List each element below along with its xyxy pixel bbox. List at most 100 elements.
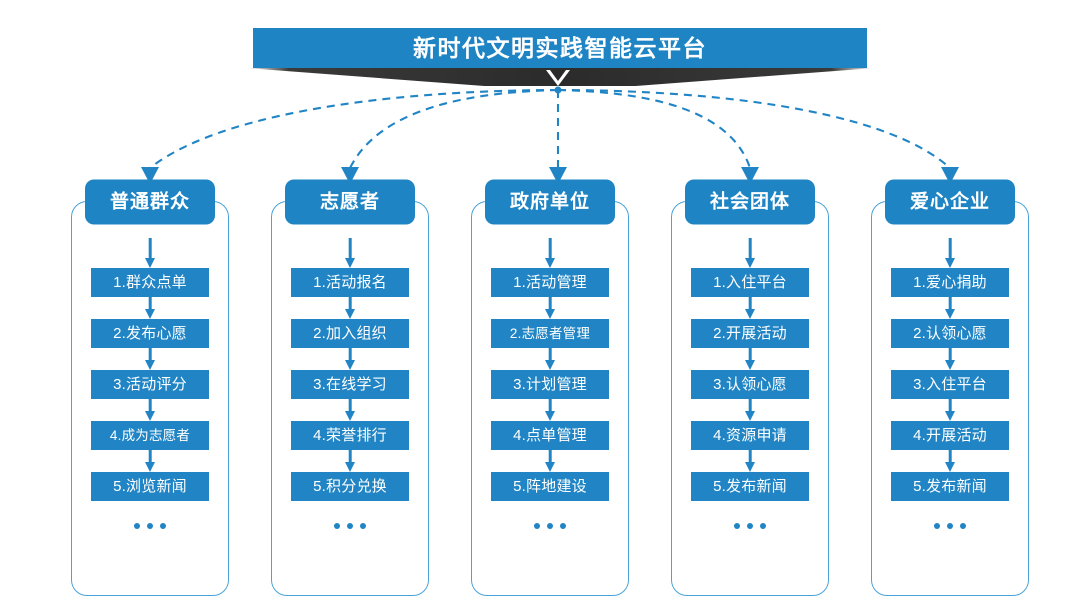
item-label: 3.在线学习: [313, 376, 387, 393]
item-label: 1.活动管理: [513, 274, 587, 291]
item-label: 3.认领心愿: [713, 376, 787, 393]
arrow-down-icon: [345, 450, 356, 472]
arrow-down-icon: [545, 297, 556, 319]
arrow-down-icon: [945, 399, 956, 421]
column-header-1[interactable]: 普通群众: [85, 179, 215, 225]
platform-banner: 新时代文明实践智能云平台: [253, 28, 867, 68]
arrow-down-icon: [745, 399, 756, 421]
arrow-down-icon: [145, 238, 156, 268]
arrow-down-icon: [945, 238, 956, 268]
arrow-down-icon: [545, 450, 556, 472]
platform-title: 新时代文明实践智能云平台: [413, 34, 707, 61]
column-爱心企业: 爱心企业 1.爱心捐助 2.认领心愿 3.入住平台 4.开展活动 5.发布新闻: [871, 179, 1029, 596]
list-item[interactable]: 4.成为志愿者: [91, 421, 209, 450]
list-item[interactable]: 1.入住平台: [691, 268, 809, 297]
arrow-down-icon: [745, 348, 756, 370]
list-item[interactable]: 1.活动报名: [291, 268, 409, 297]
item-label: 2.加入组织: [313, 325, 387, 342]
list-item[interactable]: 3.入住平台: [891, 370, 1009, 399]
list-item[interactable]: 2.发布心愿: [91, 319, 209, 348]
column-header-label: 政府单位: [509, 191, 590, 213]
ellipsis-indicator: [734, 523, 766, 529]
column-header-label: 志愿者: [319, 191, 380, 213]
list-item[interactable]: 1.活动管理: [491, 268, 609, 297]
role-columns: 普通群众 1.群众点单 2.发布心愿 3.活动评分 4.成为志愿者 5.浏览新闻…: [0, 179, 1080, 601]
connector-to-column-1: [149, 88, 559, 169]
ellipsis-indicator: [134, 523, 166, 529]
arrow-down-icon: [345, 399, 356, 421]
column-body-5: 1.爱心捐助 2.认领心愿 3.入住平台 4.开展活动 5.发布新闻: [872, 238, 1028, 529]
connector-to-column-4: [557, 88, 751, 169]
list-item[interactable]: 5.发布新闻: [691, 472, 809, 501]
arrow-down-icon: [945, 450, 956, 472]
column-body-1: 1.群众点单 2.发布心愿 3.活动评分 4.成为志愿者 5.浏览新闻: [72, 238, 228, 529]
column-header-3[interactable]: 政府单位: [485, 179, 615, 225]
column-body-2: 1.活动报名 2.加入组织 3.在线学习 4.荣誉排行 5.积分兑换: [272, 238, 428, 529]
arrow-down-icon: [745, 297, 756, 319]
list-item[interactable]: 3.认领心愿: [691, 370, 809, 399]
list-item[interactable]: 4.点单管理: [491, 421, 609, 450]
list-item[interactable]: 2.志愿者管理: [491, 319, 609, 348]
arrow-down-icon: [745, 450, 756, 472]
column-政府单位: 政府单位 1.活动管理 2.志愿者管理 3.计划管理 4.点单管理 5.阵地建设: [471, 179, 629, 596]
item-label: 4.点单管理: [513, 427, 587, 444]
arrow-down-icon: [545, 238, 556, 268]
ellipsis-indicator: [334, 523, 366, 529]
list-item[interactable]: 1.爱心捐助: [891, 268, 1009, 297]
item-label: 5.发布新闻: [913, 478, 987, 495]
column-志愿者: 志愿者 1.活动报名 2.加入组织 3.在线学习 4.荣誉排行 5.积分兑换: [271, 179, 429, 596]
arrow-down-icon: [345, 238, 356, 268]
column-header-4[interactable]: 社会团体: [685, 179, 815, 225]
arrow-down-icon: [545, 348, 556, 370]
item-label: 2.志愿者管理: [509, 325, 591, 341]
item-label: 3.入住平台: [913, 376, 987, 393]
arrow-down-icon: [945, 348, 956, 370]
item-label: 5.积分兑换: [313, 478, 387, 495]
column-社会团体: 社会团体 1.入住平台 2.开展活动 3.认领心愿 4.资源申请 5.发布新闻: [671, 179, 829, 596]
column-header-label: 爱心企业: [909, 191, 990, 213]
list-item[interactable]: 5.积分兑换: [291, 472, 409, 501]
list-item[interactable]: 3.计划管理: [491, 370, 609, 399]
item-label: 3.计划管理: [513, 376, 587, 393]
list-item[interactable]: 4.荣誉排行: [291, 421, 409, 450]
column-body-4: 1.入住平台 2.开展活动 3.认领心愿 4.资源申请 5.发布新闻: [672, 238, 828, 529]
connector-to-column-2: [349, 88, 559, 169]
item-label: 3.活动评分: [113, 376, 187, 393]
item-label: 2.认领心愿: [913, 325, 987, 342]
ellipsis-indicator: [934, 523, 966, 529]
connector-to-column-5: [557, 88, 951, 169]
list-item[interactable]: 3.在线学习: [291, 370, 409, 399]
column-body-3: 1.活动管理 2.志愿者管理 3.计划管理 4.点单管理 5.阵地建设: [472, 238, 628, 529]
list-item[interactable]: 2.开展活动: [691, 319, 809, 348]
caret-down-icon: [550, 70, 566, 81]
item-label: 2.开展活动: [713, 325, 787, 342]
item-label: 4.开展活动: [913, 427, 987, 444]
arrow-down-icon: [345, 348, 356, 370]
arrow-down-icon: [545, 399, 556, 421]
column-header-label: 普通群众: [109, 191, 190, 213]
item-label: 5.发布新闻: [713, 478, 787, 495]
item-label: 5.阵地建设: [513, 478, 587, 495]
list-item[interactable]: 4.资源申请: [691, 421, 809, 450]
arrow-down-icon: [145, 348, 156, 370]
item-label: 2.发布心愿: [113, 325, 187, 342]
item-label: 1.入住平台: [713, 274, 787, 291]
list-item[interactable]: 1.群众点单: [91, 268, 209, 297]
list-item[interactable]: 3.活动评分: [91, 370, 209, 399]
column-header-2[interactable]: 志愿者: [285, 179, 415, 225]
list-item[interactable]: 2.加入组织: [291, 319, 409, 348]
list-item[interactable]: 2.认领心愿: [891, 319, 1009, 348]
list-item[interactable]: 5.发布新闻: [891, 472, 1009, 501]
list-item[interactable]: 5.阵地建设: [491, 472, 609, 501]
column-header-5[interactable]: 爱心企业: [885, 179, 1015, 225]
item-label: 1.爱心捐助: [913, 274, 987, 291]
column-普通群众: 普通群众 1.群众点单 2.发布心愿 3.活动评分 4.成为志愿者 5.浏览新闻: [71, 179, 229, 596]
item-label: 4.成为志愿者: [109, 427, 191, 443]
list-item[interactable]: 5.浏览新闻: [91, 472, 209, 501]
ellipsis-indicator: [534, 523, 566, 529]
list-item[interactable]: 4.开展活动: [891, 421, 1009, 450]
column-header-label: 社会团体: [709, 191, 790, 213]
arrow-down-icon: [745, 238, 756, 268]
arrow-down-icon: [145, 297, 156, 319]
